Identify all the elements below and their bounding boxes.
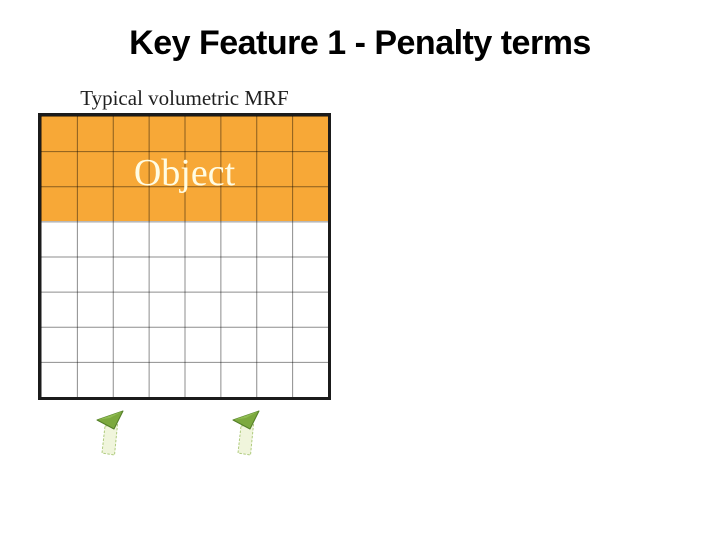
object-label: Object: [133, 152, 236, 194]
green-up-arrow-icon: [96, 410, 124, 456]
green-up-arrow-icon: [232, 410, 260, 456]
slide-title: Key Feature 1 - Penalty terms: [129, 24, 591, 62]
mrf-grid: Object: [38, 113, 331, 400]
diagram-caption: Typical volumetric MRF: [80, 86, 289, 110]
object-region: [41, 116, 328, 222]
